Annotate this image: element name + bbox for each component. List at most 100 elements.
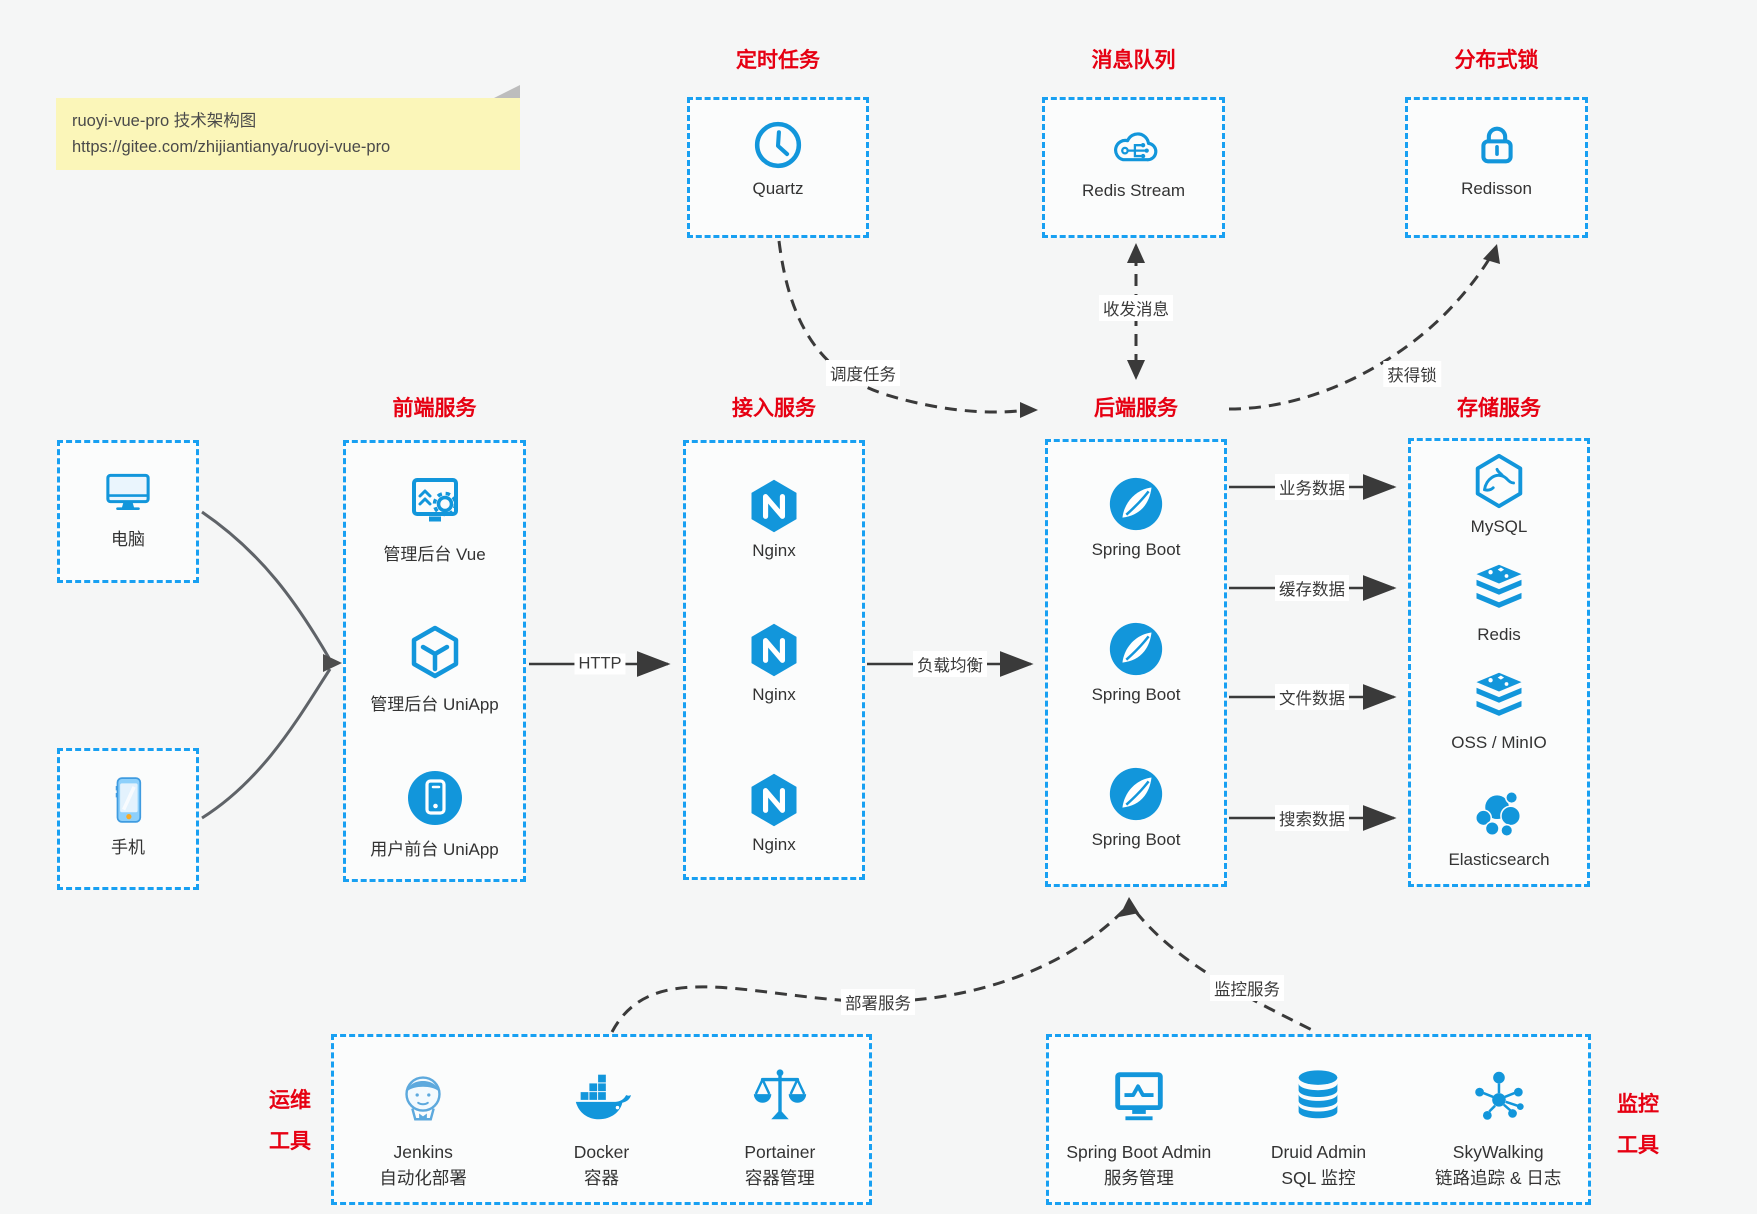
- node-sublabel: 容器: [583, 1168, 619, 1188]
- node-sublabel: 服务管理: [1103, 1168, 1174, 1188]
- node-label: Spring Boot: [1091, 540, 1181, 559]
- edge-label-deploy: 部署服务: [841, 989, 915, 1015]
- node-sublabel: 容器管理: [744, 1168, 815, 1188]
- spring-boot-icon: [1109, 477, 1163, 531]
- group-mq-title: 消息队列: [1091, 49, 1176, 72]
- client-pc-box: [57, 440, 199, 583]
- node-label: 用户前台 UniApp: [370, 840, 499, 859]
- node-druid: Druid Admin SQL 监控: [1229, 1065, 1409, 1202]
- group-scheduled-title: 定时任务: [736, 49, 820, 72]
- docker-icon: [576, 1074, 632, 1120]
- edge-label-search-data: 搜索数据: [1275, 805, 1349, 831]
- node-label: OSS / MinIO: [1451, 733, 1547, 752]
- group-scheduled-box: [687, 97, 869, 238]
- node-label: Redis Stream: [1082, 181, 1185, 200]
- client-merge-lines: [201, 510, 332, 820]
- note-fold-corner: [494, 85, 520, 98]
- node-quartz: Quartz: [687, 116, 869, 199]
- node-mysql: MySQL: [1408, 450, 1590, 537]
- node-label: SkyWalking: [1452, 1142, 1544, 1162]
- redis-stack-icon: [1476, 564, 1522, 608]
- node-springboot-2: Spring Boot: [1045, 618, 1227, 705]
- node-springboot-1: Spring Boot: [1045, 473, 1227, 560]
- node-label: Spring Boot: [1091, 685, 1181, 704]
- group-backend-title: 后端服务: [1094, 397, 1178, 420]
- group-frontend-title: 前端服务: [392, 397, 477, 420]
- node-label: Jenkins: [393, 1142, 453, 1162]
- edge-label-monitor: 监控服务: [1210, 975, 1284, 1001]
- user-app-icon: [407, 771, 462, 825]
- clock-icon: [754, 121, 802, 169]
- node-sublabel: 链路追踪 & 日志: [1434, 1168, 1562, 1188]
- edge-label-http: HTTP: [574, 653, 626, 675]
- mysql-icon: [1475, 453, 1523, 509]
- node-pc: 电脑: [57, 464, 199, 550]
- node-nginx-1: Nginx: [683, 476, 865, 561]
- desktop-icon: [106, 473, 150, 510]
- node-redis-stream: Redis Stream: [1042, 118, 1225, 201]
- node-nginx-2: Nginx: [683, 620, 865, 705]
- group-lock-title: 分布式锁: [1454, 49, 1539, 72]
- spring-boot-admin-icon: [1115, 1072, 1163, 1121]
- node-redis: Redis: [1408, 560, 1590, 645]
- node-admin-uniapp: 管理后台 UniApp: [343, 621, 526, 715]
- group-storage-title: 存储服务: [1457, 397, 1541, 420]
- node-spring-boot-admin: Spring Boot Admin 服务管理: [1049, 1065, 1229, 1202]
- node-jenkins: Jenkins 自动化部署: [334, 1065, 512, 1202]
- node-label: 手机: [111, 838, 145, 857]
- node-skywalking: SkyWalking 链路追踪 & 日志: [1408, 1065, 1588, 1202]
- monitor-tools-label: 监控 工具: [1617, 1093, 1659, 1157]
- node-nginx-3: Nginx: [683, 770, 865, 855]
- node-springboot-3: Spring Boot: [1045, 763, 1227, 850]
- edge-label-business-data: 业务数据: [1275, 474, 1349, 500]
- dashed-arrowheads: [1020, 243, 1500, 917]
- node-user-uniapp: 用户前台 UniApp: [343, 766, 526, 860]
- edge-label-file-data: 文件数据: [1275, 684, 1349, 710]
- group-mq-box: [1042, 97, 1225, 238]
- ops-tools-label: 运维 工具: [269, 1089, 311, 1153]
- node-sublabel: 自动化部署: [379, 1168, 467, 1188]
- node-label: Nginx: [752, 541, 796, 560]
- node-label: Nginx: [752, 685, 796, 704]
- portainer-icon: [753, 1069, 806, 1120]
- node-label: 电脑: [111, 530, 145, 549]
- lock-icon: [1480, 126, 1513, 164]
- node-label: Portainer: [744, 1142, 816, 1162]
- node-docker: Docker 容器: [512, 1065, 690, 1202]
- nginx-icon: [751, 479, 797, 533]
- client-arrowhead: [323, 654, 342, 672]
- spring-boot-icon: [1109, 767, 1163, 821]
- node-admin-vue: 管理后台 Vue: [343, 471, 526, 565]
- group-lock-box: [1405, 97, 1588, 238]
- node-redisson: Redisson: [1405, 116, 1588, 199]
- node-label: Docker: [573, 1142, 630, 1162]
- node-oss-minio: OSS / MinIO: [1408, 668, 1590, 753]
- note-title: ruoyi-vue-pro 技术架构图: [72, 112, 257, 130]
- node-label: Spring Boot: [1091, 830, 1181, 849]
- node-elasticsearch: Elasticsearch: [1408, 783, 1590, 870]
- nginx-icon: [751, 623, 797, 677]
- edge-label-schedule: 调度任务: [826, 360, 900, 386]
- group-monitor-box: Spring Boot Admin 服务管理 Druid Admin SQL 监…: [1046, 1034, 1591, 1205]
- node-label: Nginx: [752, 835, 796, 854]
- client-phone-box: [57, 748, 199, 890]
- node-portainer: Portainer 容器管理: [691, 1065, 869, 1202]
- nginx-icon: [751, 773, 797, 827]
- note-url: https://gitee.com/zhijiantianya/ruoyi-vu…: [72, 138, 391, 156]
- edge-label-load-balance: 负载均衡: [913, 651, 987, 677]
- node-phone: 手机: [57, 772, 199, 858]
- node-label: Redis: [1477, 625, 1521, 644]
- skywalking-icon: [1475, 1071, 1524, 1120]
- cloud-stream-icon: [1113, 132, 1157, 162]
- node-label: Spring Boot Admin: [1066, 1142, 1212, 1162]
- admin-vue-icon: [411, 478, 458, 522]
- node-label: Quartz: [752, 179, 804, 198]
- druid-icon: [1299, 1070, 1338, 1119]
- uniapp-cube-icon: [411, 625, 458, 679]
- edge-label-cache-data: 缓存数据: [1275, 575, 1349, 601]
- edge-label-message: 收发消息: [1099, 295, 1173, 321]
- sticky-note: ruoyi-vue-pro 技术架构图 https://gitee.com/zh…: [56, 85, 520, 170]
- node-label: Redisson: [1461, 179, 1532, 198]
- group-ops-box: Jenkins 自动化部署 Docker: [331, 1034, 872, 1205]
